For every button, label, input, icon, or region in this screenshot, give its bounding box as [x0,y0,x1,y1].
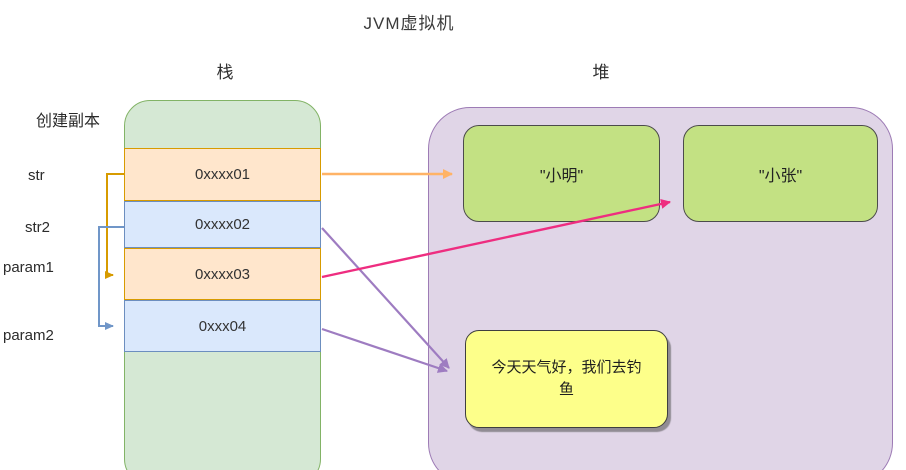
stack-frame-str: 0xxxx01 [124,148,321,201]
heap-object-text: "小张" [758,167,803,185]
stack-frame-address: 0xxx04 [198,317,247,335]
heap-object-xiaozhang: "小张" [683,125,878,222]
heap-object-text: "小明" [539,167,584,185]
stack-frame-param1: 0xxxx03 [124,248,321,300]
heap-object-note: 今天天气好，我们去钓鱼 [465,330,668,428]
arrow-copy-str-to-param1 [105,173,124,279]
stack-frame-address: 0xxxx02 [194,216,251,233]
stack-frame-address: 0xxxx03 [194,265,251,283]
var-label-param1: param1 [3,259,54,276]
var-label-str2: str2 [25,219,51,236]
heap-object-xiaoming: "小明" [463,125,660,222]
create-copy-label: 创建副本 [36,113,101,130]
arrow-copy-str2-to-param2 [98,226,124,330]
stack-zone-label: 栈 [216,63,234,82]
stack-frame-address: 0xxxx01 [194,166,251,183]
heap-zone-label: 堆 [592,63,610,82]
stack-frame-str2: 0xxxx02 [124,201,321,248]
var-label-str: str [28,167,45,184]
heap-object-text: 今天天气好，我们去钓鱼 [491,359,642,398]
var-label-param2: param2 [3,327,54,344]
stack-frame-param2: 0xxx04 [124,300,321,352]
diagram-title: JVM虚拟机 [363,14,455,33]
